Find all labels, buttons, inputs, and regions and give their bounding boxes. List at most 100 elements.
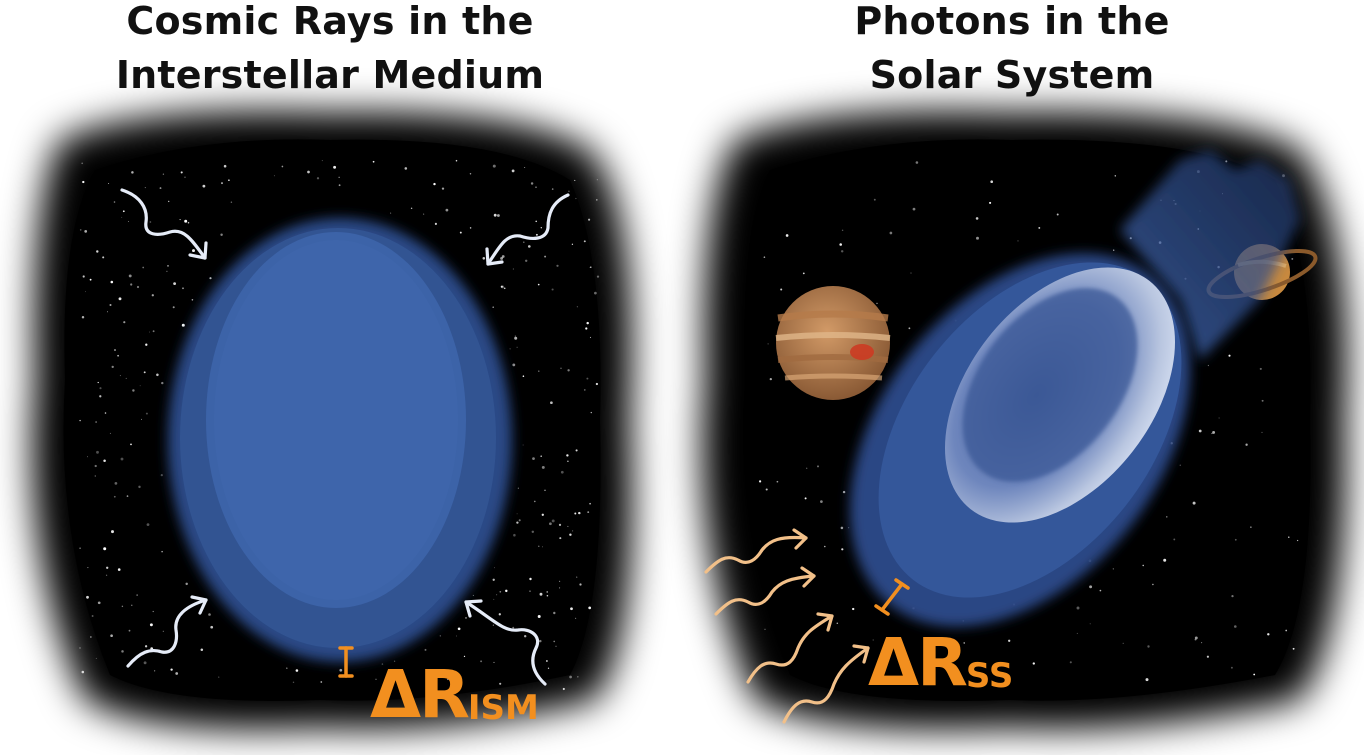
star [94,464,97,468]
star [81,315,85,319]
star [144,645,148,648]
star [493,213,497,217]
star [595,382,599,386]
star [91,615,94,617]
star [108,183,110,184]
star [1198,429,1202,433]
star [434,222,437,225]
star [141,418,143,420]
star [192,249,195,253]
star [535,233,538,236]
star [571,243,574,245]
star [316,177,320,180]
star [567,369,570,372]
star [589,336,592,339]
star [802,272,805,275]
star [1291,257,1294,260]
star [537,283,540,286]
panel-left-title: Cosmic Rays in the Interstellar Medium [60,0,600,102]
star [125,377,127,379]
star [566,454,569,457]
star [841,229,844,232]
star [218,676,220,678]
star [143,661,147,665]
star [500,256,504,260]
star [84,230,88,233]
star [228,179,230,182]
star [149,331,151,333]
star [161,381,164,385]
star [433,182,436,186]
star [441,187,445,190]
star [87,567,89,569]
star [545,660,548,662]
star [457,627,461,631]
star [575,617,577,620]
star [281,165,284,168]
star [152,330,155,333]
star [130,283,133,286]
star [567,525,569,527]
star [535,186,537,188]
star [191,299,194,301]
star [96,250,99,253]
star [114,482,118,485]
star [496,594,498,596]
star [976,236,979,240]
star [586,321,589,325]
star [139,385,141,387]
star [513,533,516,537]
star [529,590,531,592]
star [1225,160,1228,163]
star [105,574,108,576]
star [975,217,979,220]
star [119,375,121,377]
star [579,583,582,586]
star [1032,662,1035,665]
star [575,449,578,452]
star [81,162,84,165]
grain-tail [1120,150,1300,360]
star [96,450,99,454]
star [1179,464,1181,466]
star [780,288,783,291]
star [393,660,396,662]
star [295,669,299,672]
star [1076,606,1080,610]
star [549,522,552,526]
star [122,210,125,213]
delta-r-ism-symbol: ΔR [370,656,470,733]
star [590,266,592,268]
star [156,373,159,377]
star [117,568,121,571]
star [89,278,92,281]
star [1194,636,1198,640]
star [97,601,101,605]
star [79,419,81,422]
star [465,617,467,619]
star [390,212,392,214]
star [540,227,542,229]
star [110,280,114,284]
star [841,548,844,551]
star [767,343,769,345]
star [1207,364,1210,367]
cosmic-ray-arrow-bottom-left [126,595,208,668]
photon-arrow-4 [782,644,870,724]
star [562,687,565,691]
star [131,604,133,606]
star [1166,516,1168,518]
star [99,395,102,398]
star [1245,443,1248,446]
star [162,173,165,175]
star [187,221,190,224]
star [596,275,600,278]
star [168,200,170,203]
star [588,606,592,610]
star [541,513,544,516]
star [496,214,500,217]
star [769,377,772,381]
star [912,207,916,211]
star [576,306,579,308]
